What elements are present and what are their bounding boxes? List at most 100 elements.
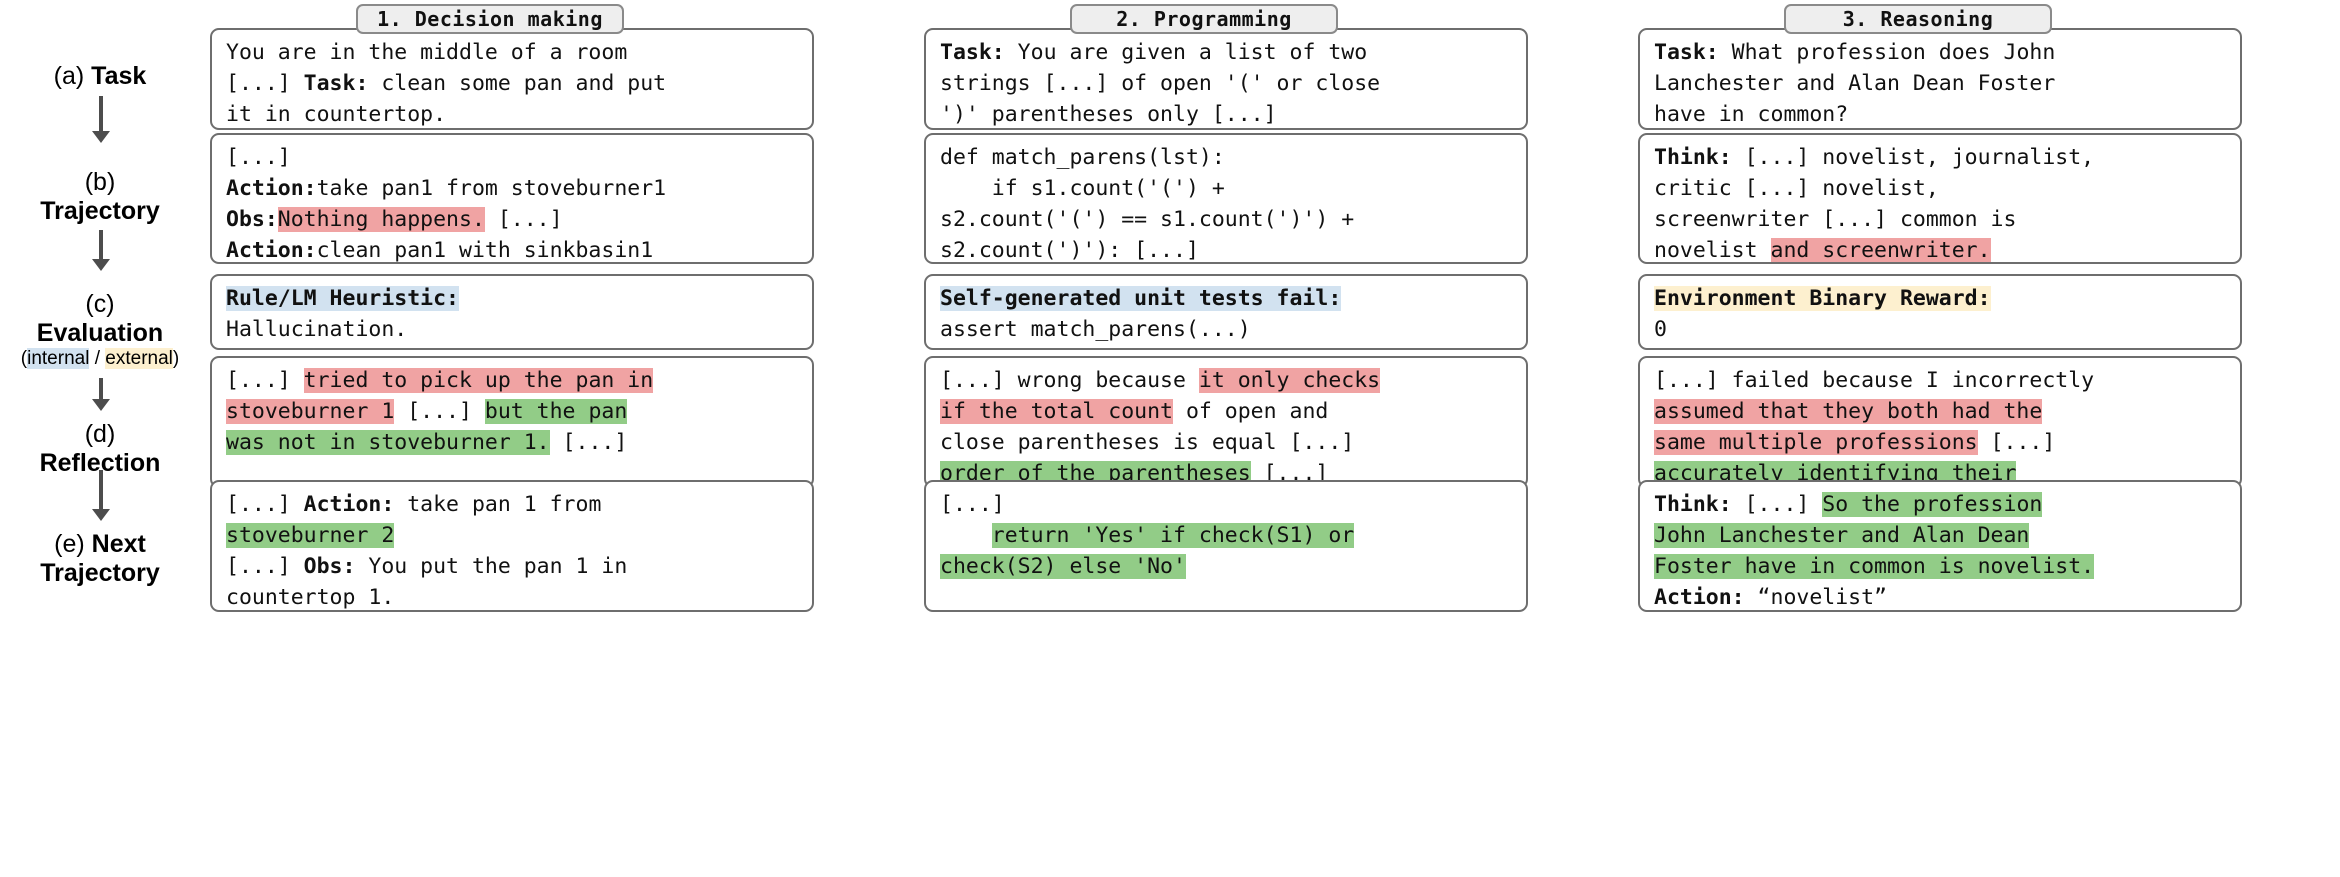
panel-task-reasoning: Task: What profession does John Lanchest…	[1638, 28, 2242, 130]
eval-rs-heading: Environment Binary Reward:	[1654, 286, 1991, 311]
task-pg-text1: You are given a list of two strings [...…	[940, 40, 1381, 127]
panel-next-trajectory-programming: [...] return 'Yes' if check(S1) or check…	[924, 480, 1528, 612]
traj-pg-l1: def match_parens(lst):	[940, 145, 1225, 170]
traj-rs-l3: screenwriter [...] common is	[1654, 207, 2017, 232]
next-dm-l1-label: Action:	[303, 492, 395, 517]
evaluation-note-close: )	[172, 348, 180, 369]
refl-rs-l3-red: same multiple professions	[1654, 430, 1978, 455]
row-label-next-trajectory-name2: Trajectory	[40, 559, 160, 587]
traj-dm-l4-label: Action:	[226, 238, 317, 263]
panel-evaluation-programming: Self-generated unit tests fail: assert m…	[924, 274, 1528, 350]
refl-rs-l1: [...] failed because I incorrectly	[1654, 368, 2095, 393]
task-dm-text1: You are in the middle of a room [...]	[226, 40, 628, 96]
next-rs-l4-label: Action:	[1654, 585, 1745, 610]
eval-pg-body: assert match_parens(...)	[940, 317, 1251, 342]
traj-rs-l2: critic [...] novelist,	[1654, 176, 1939, 201]
evaluation-note-open: (	[20, 348, 28, 369]
row-label-trajectory: (b) Trajectory	[0, 168, 200, 226]
next-rs-l3-green: Foster have in common is novelist.	[1654, 554, 2095, 579]
task-pg-label: Task:	[940, 40, 1005, 65]
panel-trajectory-programming: def match_parens(lst): if s1.count('(') …	[924, 133, 1528, 264]
arrow-task-to-trajectory	[92, 96, 110, 143]
eval-dm-body: Hallucination.	[226, 317, 408, 342]
eval-pg-heading: Self-generated unit tests fail:	[940, 286, 1342, 311]
refl-pg-l2-red: if the total count	[940, 399, 1173, 424]
next-dm-l1-text: take pan 1 from	[394, 492, 602, 517]
evaluation-note-separator: /	[89, 348, 106, 369]
eval-rs-body: 0	[1654, 317, 1667, 342]
next-dm-l3-text: You put the pan 1 in	[355, 554, 628, 579]
next-pg-l3-green: check(S2) else 'No'	[940, 554, 1186, 579]
refl-dm-l2-green: but the pan	[484, 399, 628, 424]
next-dm-l3-label: Obs:	[303, 554, 356, 579]
refl-dm-l2-mid: [...]	[394, 399, 485, 424]
next-pg-l2-green: return 'Yes' if check(S1) or	[991, 523, 1355, 548]
refl-dm-l3-green: was not in stoveburner 1.	[226, 430, 550, 455]
refl-dm-l1-pre: [...]	[226, 368, 304, 393]
arrow-trajectory-to-evaluation	[92, 230, 110, 271]
next-dm-l1-pre: [...]	[226, 492, 304, 517]
refl-rs-l3-tail: [...]	[1977, 430, 2056, 455]
next-rs-l4-text: “novelist”	[1744, 585, 1887, 610]
row-label-reflection-index: (d)	[84, 420, 116, 448]
next-rs-l1-green: So the profession	[1822, 492, 2043, 517]
traj-pg-l3: s2.count('(') == s1.count(')') +	[940, 207, 1355, 232]
panel-next-trajectory-reasoning: Think: [...] So the profession John Lanc…	[1638, 480, 2242, 612]
row-label-evaluation-note: (internal / external)	[0, 348, 200, 370]
refl-dm-l1-red: tried to pick up the pan in	[303, 368, 654, 393]
traj-pg-l4: s2.count(')'): [...]	[940, 238, 1199, 263]
next-rs-l1-mid: [...]	[1731, 492, 1823, 517]
traj-dm-l2-text: take pan1 from stoveburner1	[316, 176, 667, 201]
refl-dm-l3-tail: [...]	[549, 430, 628, 455]
panel-reflection-decision-making: [...] tried to pick up the pan in stoveb…	[210, 356, 814, 488]
panel-reflection-programming: [...] wrong because it only checks if th…	[924, 356, 1528, 488]
evaluation-note-external: external	[105, 348, 173, 369]
row-label-next-trajectory-index: (e)	[54, 530, 92, 558]
tab-reasoning-label: 3. Reasoning	[1842, 7, 1994, 31]
row-label-evaluation: (c) Evaluation	[0, 290, 200, 348]
column-tabs: 1. Decision making 2. Programming 3. Rea…	[0, 0, 2340, 36]
panel-task-decision-making: You are in the middle of a room [...] Ta…	[210, 28, 814, 130]
panel-next-trajectory-decision-making: [...] Action: take pan 1 from stoveburne…	[210, 480, 814, 612]
traj-dm-l3-tail: [...]	[484, 207, 563, 232]
row-label-next-trajectory-line1: (e) Next	[0, 530, 200, 559]
traj-rs-l1-text: [...] novelist, journalist,	[1731, 145, 2095, 170]
refl-pg-l3: close parentheses is equal [...]	[940, 430, 1355, 455]
row-label-task-index: (a)	[53, 62, 92, 90]
next-dm-l2-green: stoveburner 2	[226, 523, 395, 548]
row-label-task: (a) Task	[0, 62, 200, 91]
refl-pg-l1-red: it only checks	[1198, 368, 1381, 393]
traj-rs-l1-label: Think:	[1654, 145, 1732, 170]
traj-dm-l2-label: Action:	[226, 176, 317, 201]
task-dm-label: Task:	[303, 71, 369, 96]
eval-dm-heading: Rule/LM Heuristic:	[226, 286, 459, 311]
next-rs-l2-green: John Lanchester and Alan Dean	[1654, 523, 2030, 548]
traj-dm-l3-highlight: Nothing happens.	[277, 207, 485, 232]
traj-pg-l2: if s1.count('(') +	[940, 176, 1225, 201]
panel-reflection-reasoning: [...] failed because I incorrectly assum…	[1638, 356, 2242, 488]
row-label-trajectory-index: (b)	[84, 168, 116, 196]
arrow-reflection-to-next-trajectory	[92, 470, 110, 521]
refl-pg-l2-tail: of open and	[1173, 399, 1329, 424]
tab-programming-label: 2. Programming	[1116, 7, 1292, 31]
tab-decision-making[interactable]: 1. Decision making	[356, 4, 624, 34]
tab-reasoning[interactable]: 3. Reasoning	[1784, 4, 2052, 34]
arrow-evaluation-to-reflection	[92, 378, 110, 411]
task-rs-text1: What profession does John Lanchester and…	[1654, 40, 2056, 127]
refl-pg-l1-pre: [...] wrong because	[940, 368, 1199, 393]
refl-dm-l2-red: stoveburner 1	[226, 399, 395, 424]
row-label-trajectory-name: Trajectory	[40, 197, 160, 225]
panel-trajectory-reasoning: Think: [...] novelist, journalist, criti…	[1638, 133, 2242, 264]
next-rs-l1-label: Think:	[1654, 492, 1732, 517]
row-label-next-trajectory: (e) Next Trajectory	[0, 530, 200, 588]
panel-task-programming: Task: You are given a list of two string…	[924, 28, 1528, 130]
next-pg-l1: [...]	[940, 492, 1005, 517]
task-rs-label: Task:	[1654, 40, 1719, 65]
tab-programming[interactable]: 2. Programming	[1070, 4, 1338, 34]
next-dm-l3-pre: [...]	[226, 554, 304, 579]
panel-evaluation-decision-making: Rule/LM Heuristic: Hallucination.	[210, 274, 814, 350]
refl-rs-l2-red: assumed that they both had the	[1654, 399, 2043, 424]
evaluation-note-internal: internal	[27, 348, 90, 369]
task-dm-text2: clean some pan and put it in countertop.	[226, 71, 667, 127]
traj-dm-l4-text: clean pan1 with sinkbasin1	[316, 238, 654, 263]
